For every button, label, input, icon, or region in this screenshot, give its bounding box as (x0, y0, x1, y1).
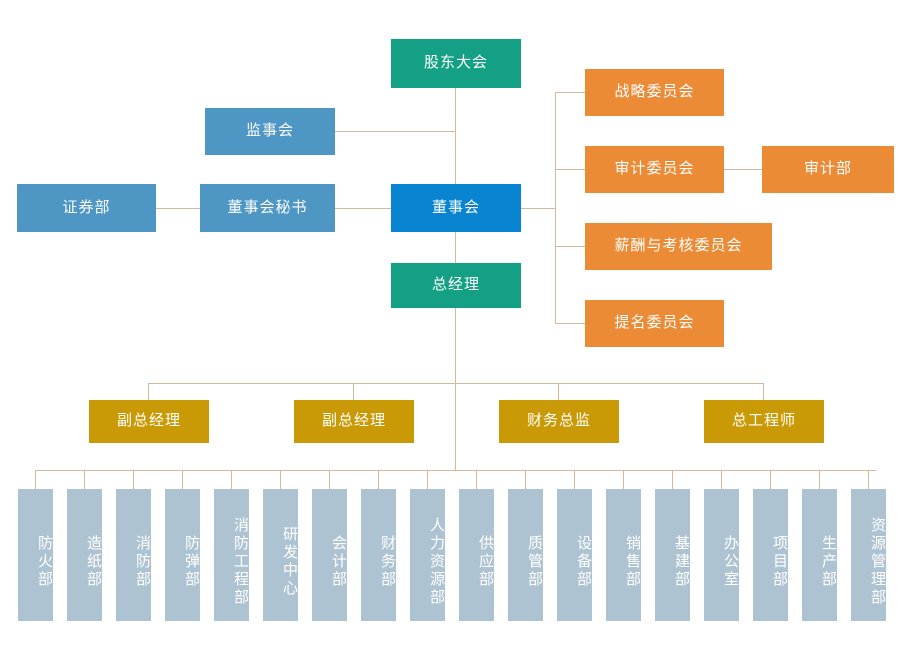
node-department[interactable]: 消防部 (116, 489, 151, 621)
node-department[interactable]: 供应部 (459, 489, 494, 621)
node-supervisory-board[interactable]: 监事会 (205, 108, 335, 155)
connector-bus-to-strategy-committee (555, 92, 585, 93)
node-audit-department[interactable]: 审计部 (762, 146, 894, 193)
node-department[interactable]: 防火部 (18, 489, 53, 621)
connector-drop-department-10 (476, 470, 477, 489)
node-shareholders-meeting[interactable]: 股东大会 (391, 39, 521, 88)
node-audit-committee[interactable]: 审计委员会 (585, 146, 724, 193)
connector-department-bus (35, 470, 876, 471)
node-department[interactable]: 防弹部 (165, 489, 200, 621)
connector-drop-department-14 (672, 470, 673, 489)
connector-audit-committee-to-audit-dept (724, 169, 762, 170)
connector-drop-executive-4 (763, 383, 764, 400)
node-general-manager[interactable]: 总经理 (391, 263, 521, 308)
connector-drop-department-2 (84, 470, 85, 489)
connector-drop-department-13 (623, 470, 624, 489)
node-executive[interactable]: 总工程师 (704, 400, 824, 443)
connector-secretary-to-board (335, 208, 391, 209)
connector-board-to-committee-bus (521, 208, 556, 209)
connector-supervisory-to-spine (335, 131, 456, 132)
node-department[interactable]: 销售部 (606, 489, 641, 621)
connector-bus-to-remuneration-committee (555, 246, 585, 247)
connector-committee-bus (555, 92, 556, 324)
node-executive[interactable]: 副总经理 (294, 400, 414, 443)
connector-bus-to-nomination-committee (555, 323, 585, 324)
connector-drop-department-8 (378, 470, 379, 489)
node-securities-department[interactable]: 证券部 (17, 184, 156, 232)
node-department[interactable]: 基建部 (655, 489, 690, 621)
connector-drop-executive-2 (353, 383, 354, 400)
connector-drop-department-17 (819, 470, 820, 489)
connector-drop-department-9 (427, 470, 428, 489)
node-department[interactable]: 人力资源部 (410, 489, 445, 621)
connector-general-manager-to-department-bus (455, 383, 456, 470)
connector-drop-department-4 (182, 470, 183, 489)
node-department[interactable]: 质管部 (508, 489, 543, 621)
connector-executive-bus (148, 383, 764, 384)
connector-drop-department-6 (280, 470, 281, 489)
connector-drop-department-15 (721, 470, 722, 489)
node-department[interactable]: 消防工程部 (214, 489, 249, 621)
node-executive[interactable]: 财务总监 (499, 400, 619, 443)
node-board-secretary[interactable]: 董事会秘书 (200, 184, 335, 232)
node-department[interactable]: 办公室 (704, 489, 739, 621)
connector-drop-department-3 (133, 470, 134, 489)
node-remuneration-committee[interactable]: 薪酬与考核委员会 (585, 223, 772, 270)
connector-drop-executive-1 (148, 383, 149, 400)
node-department[interactable]: 项目部 (753, 489, 788, 621)
node-board-of-directors[interactable]: 董事会 (391, 184, 521, 232)
connector-drop-department-18 (868, 470, 869, 489)
node-department[interactable]: 资源管理部 (851, 489, 886, 621)
node-strategy-committee[interactable]: 战略委员会 (585, 69, 724, 116)
node-department[interactable]: 设备部 (557, 489, 592, 621)
node-department[interactable]: 研发中心 (263, 489, 298, 621)
connector-drop-department-12 (574, 470, 575, 489)
connector-drop-department-16 (770, 470, 771, 489)
node-department[interactable]: 生产部 (802, 489, 837, 621)
connector-drop-department-1 (35, 470, 36, 489)
node-department[interactable]: 会计部 (312, 489, 347, 621)
connector-drop-executive-3 (558, 383, 559, 400)
connector-securities-to-secretary (156, 208, 200, 209)
node-executive[interactable]: 副总经理 (89, 400, 209, 443)
connector-drop-department-5 (231, 470, 232, 489)
connector-drop-department-7 (329, 470, 330, 489)
node-nomination-committee[interactable]: 提名委员会 (585, 300, 724, 347)
connector-shareholders-to-board (455, 88, 456, 188)
connector-bus-to-audit-committee (555, 169, 585, 170)
node-department[interactable]: 财务部 (361, 489, 396, 621)
node-department[interactable]: 造纸部 (67, 489, 102, 621)
connector-drop-department-11 (525, 470, 526, 489)
